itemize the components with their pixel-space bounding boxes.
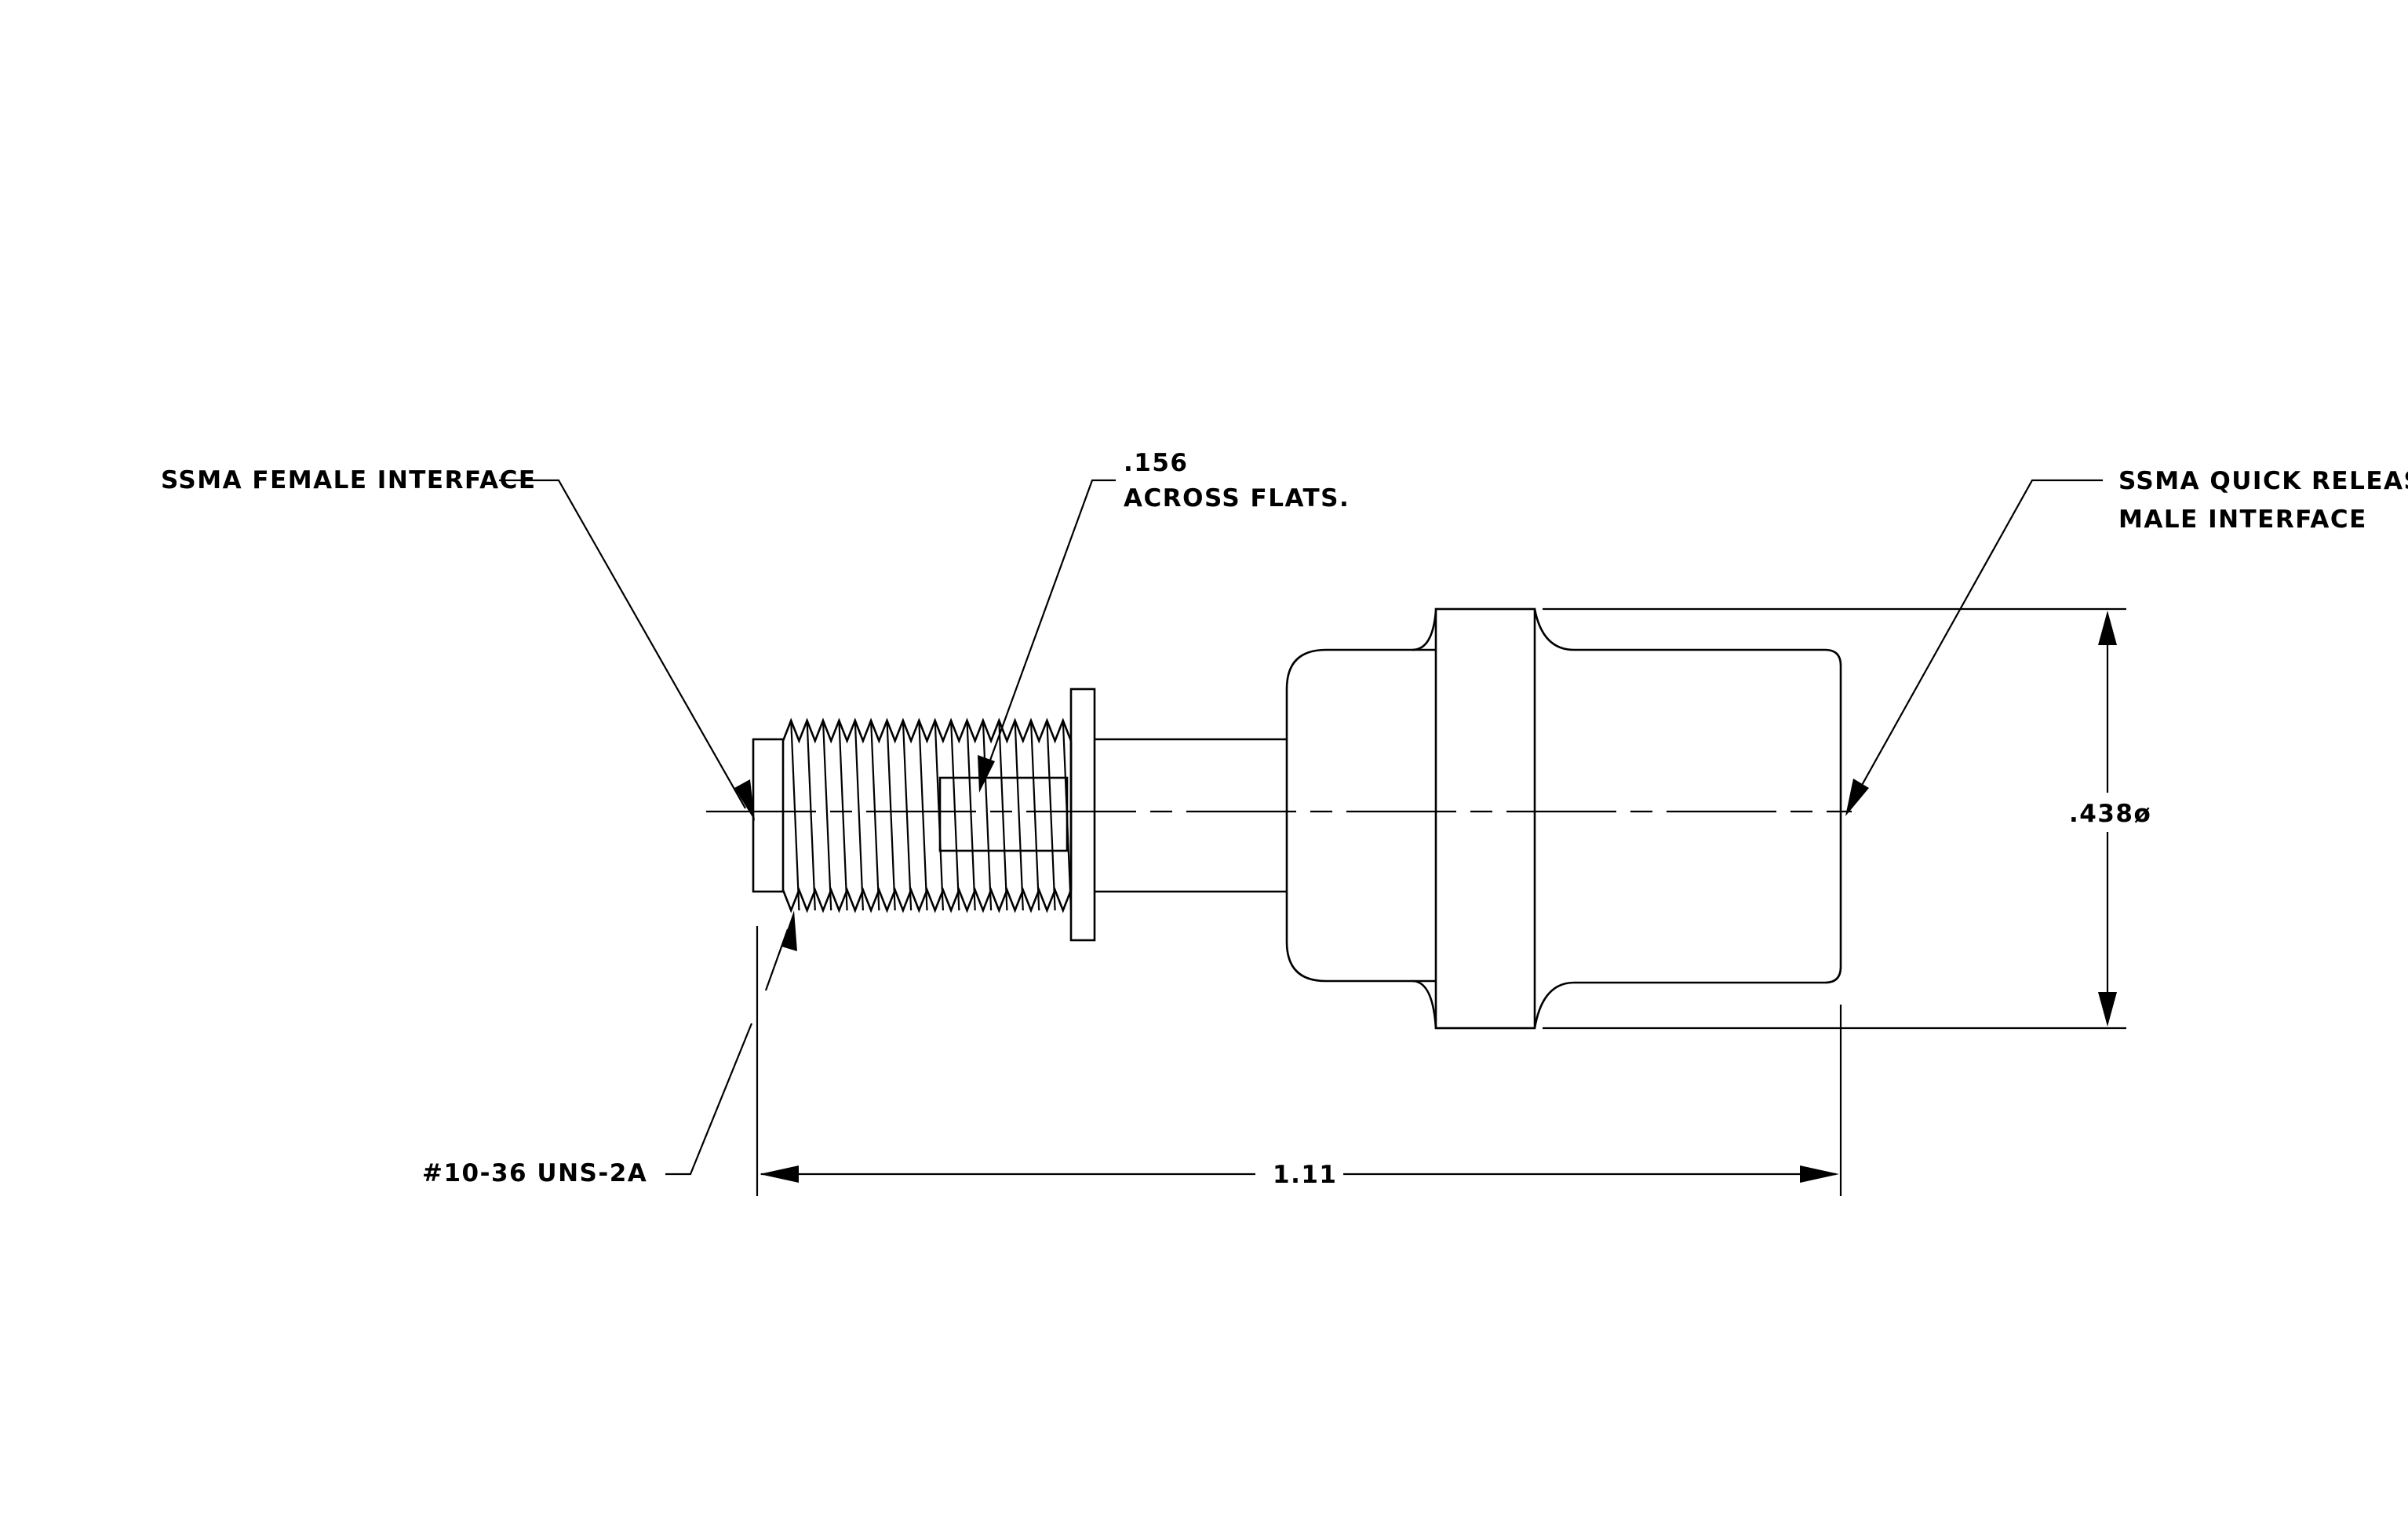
rounded-collar bbox=[1285, 648, 1436, 983]
thread-helix-line bbox=[854, 720, 864, 911]
collar-fillet-top bbox=[1412, 610, 1437, 651]
threaded-section bbox=[781, 717, 1073, 914]
thread-helix-line bbox=[950, 720, 960, 911]
length-arrow-left bbox=[760, 1165, 799, 1183]
across-flats-slot bbox=[938, 776, 1069, 852]
flats-value-label: .156 bbox=[1124, 449, 1189, 477]
flats-arrow bbox=[978, 755, 995, 793]
thread-helix-line bbox=[886, 720, 896, 911]
male-interface-leader bbox=[1852, 479, 2103, 801]
thread-helix-line bbox=[1046, 720, 1056, 911]
flange bbox=[1069, 688, 1096, 942]
thread-helix-line bbox=[1029, 720, 1040, 911]
thread-crests-top bbox=[781, 717, 1073, 744]
length-arrow-right bbox=[1800, 1165, 1839, 1183]
thread-helix-line bbox=[902, 720, 913, 911]
thread-helix-line bbox=[870, 720, 880, 911]
body-ring bbox=[1434, 607, 1536, 1030]
female-interface-arrow bbox=[734, 779, 755, 821]
coupling-sleeve bbox=[1533, 608, 1842, 1029]
length-label: 1.11 bbox=[1273, 1161, 1338, 1189]
thread-helix-line bbox=[821, 720, 832, 911]
thread-spec-leader bbox=[665, 1023, 753, 1176]
thread-helix-line bbox=[806, 720, 816, 911]
thread-spec-label: #10-36 UNS-2A bbox=[422, 1159, 647, 1187]
diameter-arrow-bottom bbox=[2098, 992, 2117, 1027]
female-front-lip bbox=[752, 738, 785, 893]
diameter-label: .438ø bbox=[2069, 800, 2151, 828]
male-interface-label-line2: MALE INTERFACE bbox=[2118, 505, 2367, 534]
thread-helix-line bbox=[790, 720, 800, 911]
thread-helix-line bbox=[838, 720, 848, 911]
flats-text-label: ACROSS FLATS. bbox=[1124, 484, 1350, 512]
male-interface-arrow bbox=[1845, 779, 1869, 816]
thread-helix-line bbox=[966, 720, 976, 911]
thread-spec-arrow bbox=[781, 910, 797, 951]
collar-fillet-bottom bbox=[1412, 979, 1437, 1029]
thread-helix-line bbox=[918, 720, 928, 911]
male-interface-label-line1: SSMA QUICK RELEASE bbox=[2118, 467, 2408, 495]
thread-helix-line bbox=[1014, 720, 1024, 911]
female-interface-label: SSMA FEMALE INTERFACE bbox=[161, 466, 537, 494]
female-interface-leader bbox=[499, 479, 746, 809]
thread-helix-line bbox=[982, 720, 993, 911]
thread-helix-line bbox=[998, 720, 1008, 911]
diameter-arrow-top bbox=[2098, 611, 2117, 645]
flats-leader bbox=[984, 479, 1116, 774]
